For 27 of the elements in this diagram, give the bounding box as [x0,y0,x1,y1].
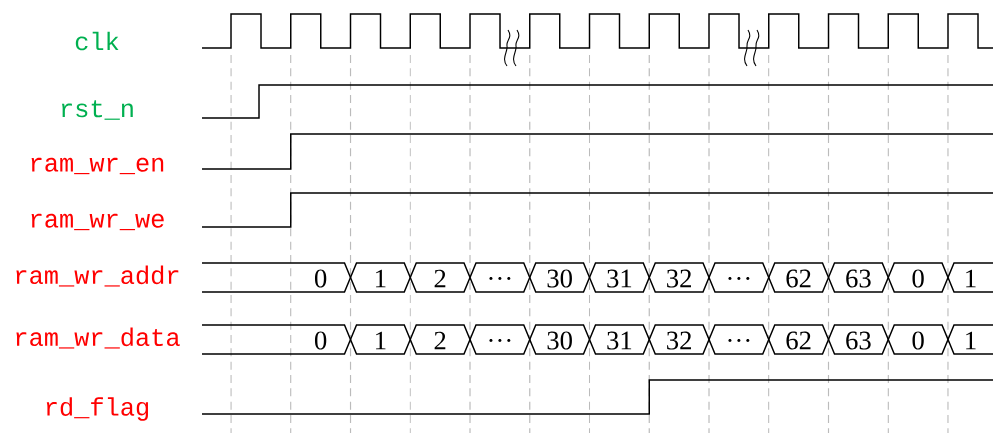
bus-value-segment: 0 [887,262,949,293]
bus-value-segment: 2 [409,324,471,355]
bus-value-segment: … [708,262,770,293]
bus-value-segment: 63 [827,324,890,355]
bus-value-segment: 63 [827,262,890,293]
bus-value-segment: … [469,262,531,293]
bus-value-segment: … [469,324,531,355]
signal-name: ram_wr_en [31,157,164,175]
bus-value-segment: 1 [349,262,412,293]
bus-value-segment: 32 [648,324,710,355]
signal-name: ram_wr_addr [16,265,179,287]
bus-value-segment: 2 [409,262,471,293]
bus-value-segment: … [708,324,770,355]
bus-value-segment: 1 [947,262,994,293]
signal-name: clk [75,31,119,51]
bus-value-segment: 0 [201,262,352,293]
bus-value-segment: 0 [201,324,352,355]
bus-value-segment: 31 [588,324,651,355]
bus-value-segment: 31 [588,262,651,293]
bus-value-segment: 1 [349,324,412,355]
signal-name: ram_wr_data [16,327,180,349]
signal-name: rd_flag [46,397,148,421]
bus-value-segment: 0 [887,324,949,355]
signal-name: ram_wr_we [31,213,164,231]
bus-value-segment: 1 [947,324,994,355]
signal-name: rst_n [62,100,133,120]
bus-value-segment: 32 [648,262,710,293]
